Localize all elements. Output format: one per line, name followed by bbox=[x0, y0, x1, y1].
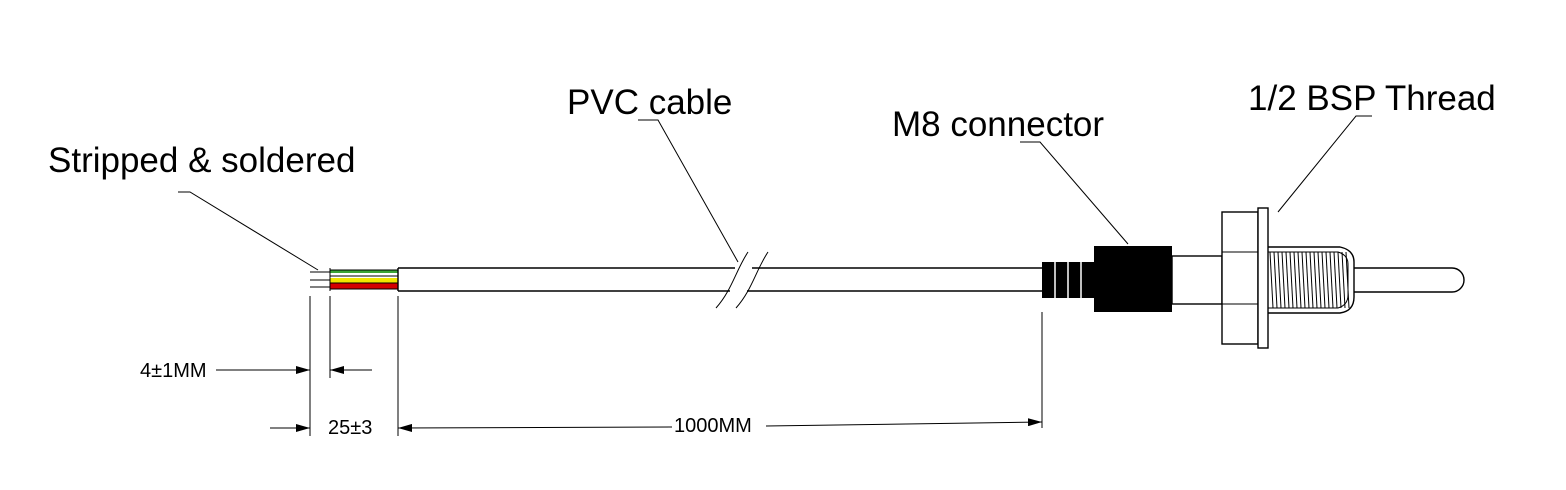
thread-line bbox=[1337, 251, 1342, 309]
thread-line bbox=[1285, 251, 1290, 309]
stripped-wire-ends bbox=[310, 268, 398, 291]
dim-jacket-strip: 25±3 bbox=[328, 417, 372, 439]
probe-tip bbox=[1354, 267, 1465, 293]
thread-line bbox=[1317, 251, 1322, 309]
label-m8-connector: M8 connector bbox=[892, 105, 1104, 144]
thread-line bbox=[1273, 251, 1278, 309]
label-stripped-soldered: Stripped & soldered bbox=[48, 141, 355, 180]
thread-line bbox=[1305, 251, 1310, 309]
m8-connector bbox=[1042, 246, 1223, 312]
wire-red bbox=[330, 283, 398, 289]
thread-lines bbox=[1269, 251, 1350, 309]
wire-green bbox=[330, 270, 398, 273]
thread-line bbox=[1269, 251, 1274, 309]
thread-line bbox=[1325, 251, 1330, 309]
thread-line bbox=[1301, 251, 1306, 309]
wire-yellow bbox=[330, 278, 398, 283]
thread-line bbox=[1281, 251, 1286, 309]
pvc-cable bbox=[397, 251, 1042, 309]
thread-line bbox=[1309, 251, 1314, 309]
leader-m8 bbox=[1020, 141, 1129, 245]
thread-line bbox=[1313, 251, 1318, 309]
thread-line bbox=[1341, 251, 1346, 309]
leader-bsp bbox=[1277, 115, 1372, 213]
thread-line bbox=[1289, 251, 1294, 309]
break-mark bbox=[715, 251, 749, 309]
label-pvc-cable: PVC cable bbox=[567, 83, 732, 122]
thread-line bbox=[1293, 251, 1298, 309]
thread-line bbox=[1345, 251, 1350, 309]
thread-line bbox=[1333, 251, 1338, 309]
thread-line bbox=[1297, 251, 1302, 309]
hex-nut bbox=[1221, 211, 1259, 345]
dimension-lines bbox=[216, 296, 1043, 436]
leader-stripped bbox=[178, 191, 319, 271]
thread-line bbox=[1321, 251, 1326, 309]
bsp-thread-fitting bbox=[1221, 207, 1465, 349]
dim-strip-length: 4±1MM bbox=[140, 360, 207, 382]
dim-cable-length: 1000MM bbox=[674, 415, 752, 437]
leader-pvc bbox=[638, 119, 739, 263]
thread-line bbox=[1277, 251, 1282, 309]
washer bbox=[1257, 207, 1269, 349]
thread-line bbox=[1329, 251, 1334, 309]
label-bsp-thread: 1/2 BSP Thread bbox=[1248, 79, 1496, 118]
